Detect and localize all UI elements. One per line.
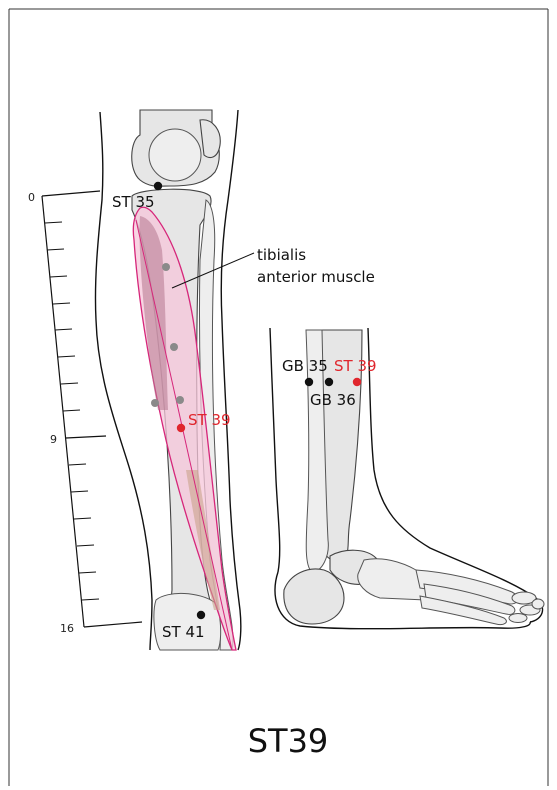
gb36-label: GB 36 xyxy=(310,391,356,409)
st39-point[interactable] xyxy=(177,424,185,432)
muscle-label-line1: tibialis xyxy=(257,246,306,264)
reference-point-1 xyxy=(162,263,170,271)
reference-point-3 xyxy=(151,399,159,407)
metatarsal-bones xyxy=(416,570,518,625)
scale-middle-line xyxy=(66,436,106,438)
reference-point-4 xyxy=(176,396,184,404)
leg-outline-right xyxy=(221,110,241,650)
st35-label: ST 35 xyxy=(112,193,155,211)
side-leg-foot-view: GB 35 ST 39 GB 36 xyxy=(270,328,544,629)
patella-bone xyxy=(149,129,201,181)
page-title: ST39 xyxy=(248,722,329,760)
muscle-label-line2: anterior muscle xyxy=(257,268,375,286)
st39-label: ST 39 xyxy=(188,411,231,429)
side-leg-outline-front xyxy=(270,328,280,572)
st39-side-point[interactable] xyxy=(353,378,361,386)
scale-ticks xyxy=(45,222,99,600)
gb36-point[interactable] xyxy=(325,378,333,386)
st35-point[interactable] xyxy=(154,182,162,190)
reference-point-2 xyxy=(170,343,178,351)
st41-label: ST 41 xyxy=(162,623,205,641)
gb35-point[interactable] xyxy=(305,378,313,386)
scale-axis xyxy=(42,196,84,627)
gb35-label: GB 35 xyxy=(282,357,328,375)
st39-side-label: ST 39 xyxy=(334,357,377,375)
calcaneus-bone xyxy=(284,569,344,624)
scale-top-line xyxy=(42,191,100,196)
ankle-bone xyxy=(154,593,221,650)
measurement-scale: 0 9 16 xyxy=(28,191,142,635)
scale-bottom-line xyxy=(84,622,142,627)
st41-point[interactable] xyxy=(197,611,205,619)
scale-label-bottom: 16 xyxy=(60,622,74,635)
scale-label-middle: 9 xyxy=(50,433,57,446)
scale-label-top: 0 xyxy=(28,191,35,204)
